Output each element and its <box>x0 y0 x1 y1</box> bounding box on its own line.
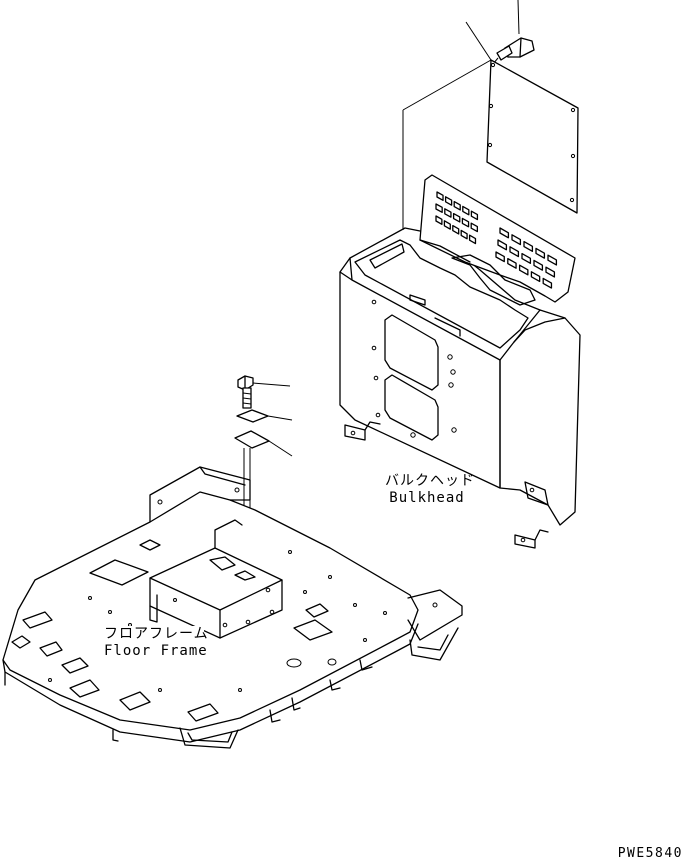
leader-lines <box>465 21 499 65</box>
louver-slat <box>499 227 510 239</box>
louver-slat <box>533 259 544 271</box>
louver-slat <box>518 264 529 276</box>
top-bolt-icon <box>496 0 535 61</box>
louver-slat <box>495 251 505 263</box>
louver-slat <box>435 215 443 226</box>
louver-slat <box>530 271 541 283</box>
floor-frame-icon <box>2 466 463 749</box>
louver-slat <box>460 229 468 240</box>
louver-panel-icon <box>419 174 576 306</box>
louver-slat <box>523 240 534 253</box>
louver-slat <box>511 234 522 246</box>
louver-slat <box>452 212 461 223</box>
drawing-code: PWE5840 <box>617 846 683 861</box>
louver-slat <box>542 277 553 289</box>
louver-slat <box>462 205 470 216</box>
louver-slat <box>443 220 451 230</box>
louver-slat <box>545 266 556 278</box>
louver-slat <box>468 234 477 245</box>
louver-slat <box>509 246 520 258</box>
bulkhead-label: バルクヘッド Bulkhead <box>385 473 475 507</box>
washer-icon <box>236 409 293 423</box>
louver-slat <box>444 208 452 218</box>
bulkhead-label-en: Bulkhead <box>389 490 465 506</box>
louver-slat <box>452 224 460 235</box>
louver-slat <box>461 217 470 228</box>
cover-plate-icon <box>402 59 579 230</box>
louver-slat <box>453 200 461 211</box>
small-bolt-icon <box>237 375 291 409</box>
bulkhead-icon <box>339 227 581 549</box>
louver-slat <box>435 203 443 214</box>
floor-frame-label-en: Floor Frame <box>104 643 208 659</box>
louver-slat <box>535 247 546 259</box>
louver-slat <box>521 252 532 265</box>
bulkhead-label-jp: バルクヘッド <box>385 473 475 489</box>
louver-slat <box>547 254 558 266</box>
floor-frame-label-jp: フロアフレーム <box>104 626 209 642</box>
louver-slat <box>444 196 453 206</box>
floor-frame-label: フロアフレーム Floor Frame <box>104 626 209 660</box>
louver-slat <box>507 257 517 269</box>
louver-slat <box>436 191 444 202</box>
louver-slat <box>497 239 508 251</box>
louver-slat <box>470 210 479 221</box>
louver-slat <box>470 222 479 233</box>
